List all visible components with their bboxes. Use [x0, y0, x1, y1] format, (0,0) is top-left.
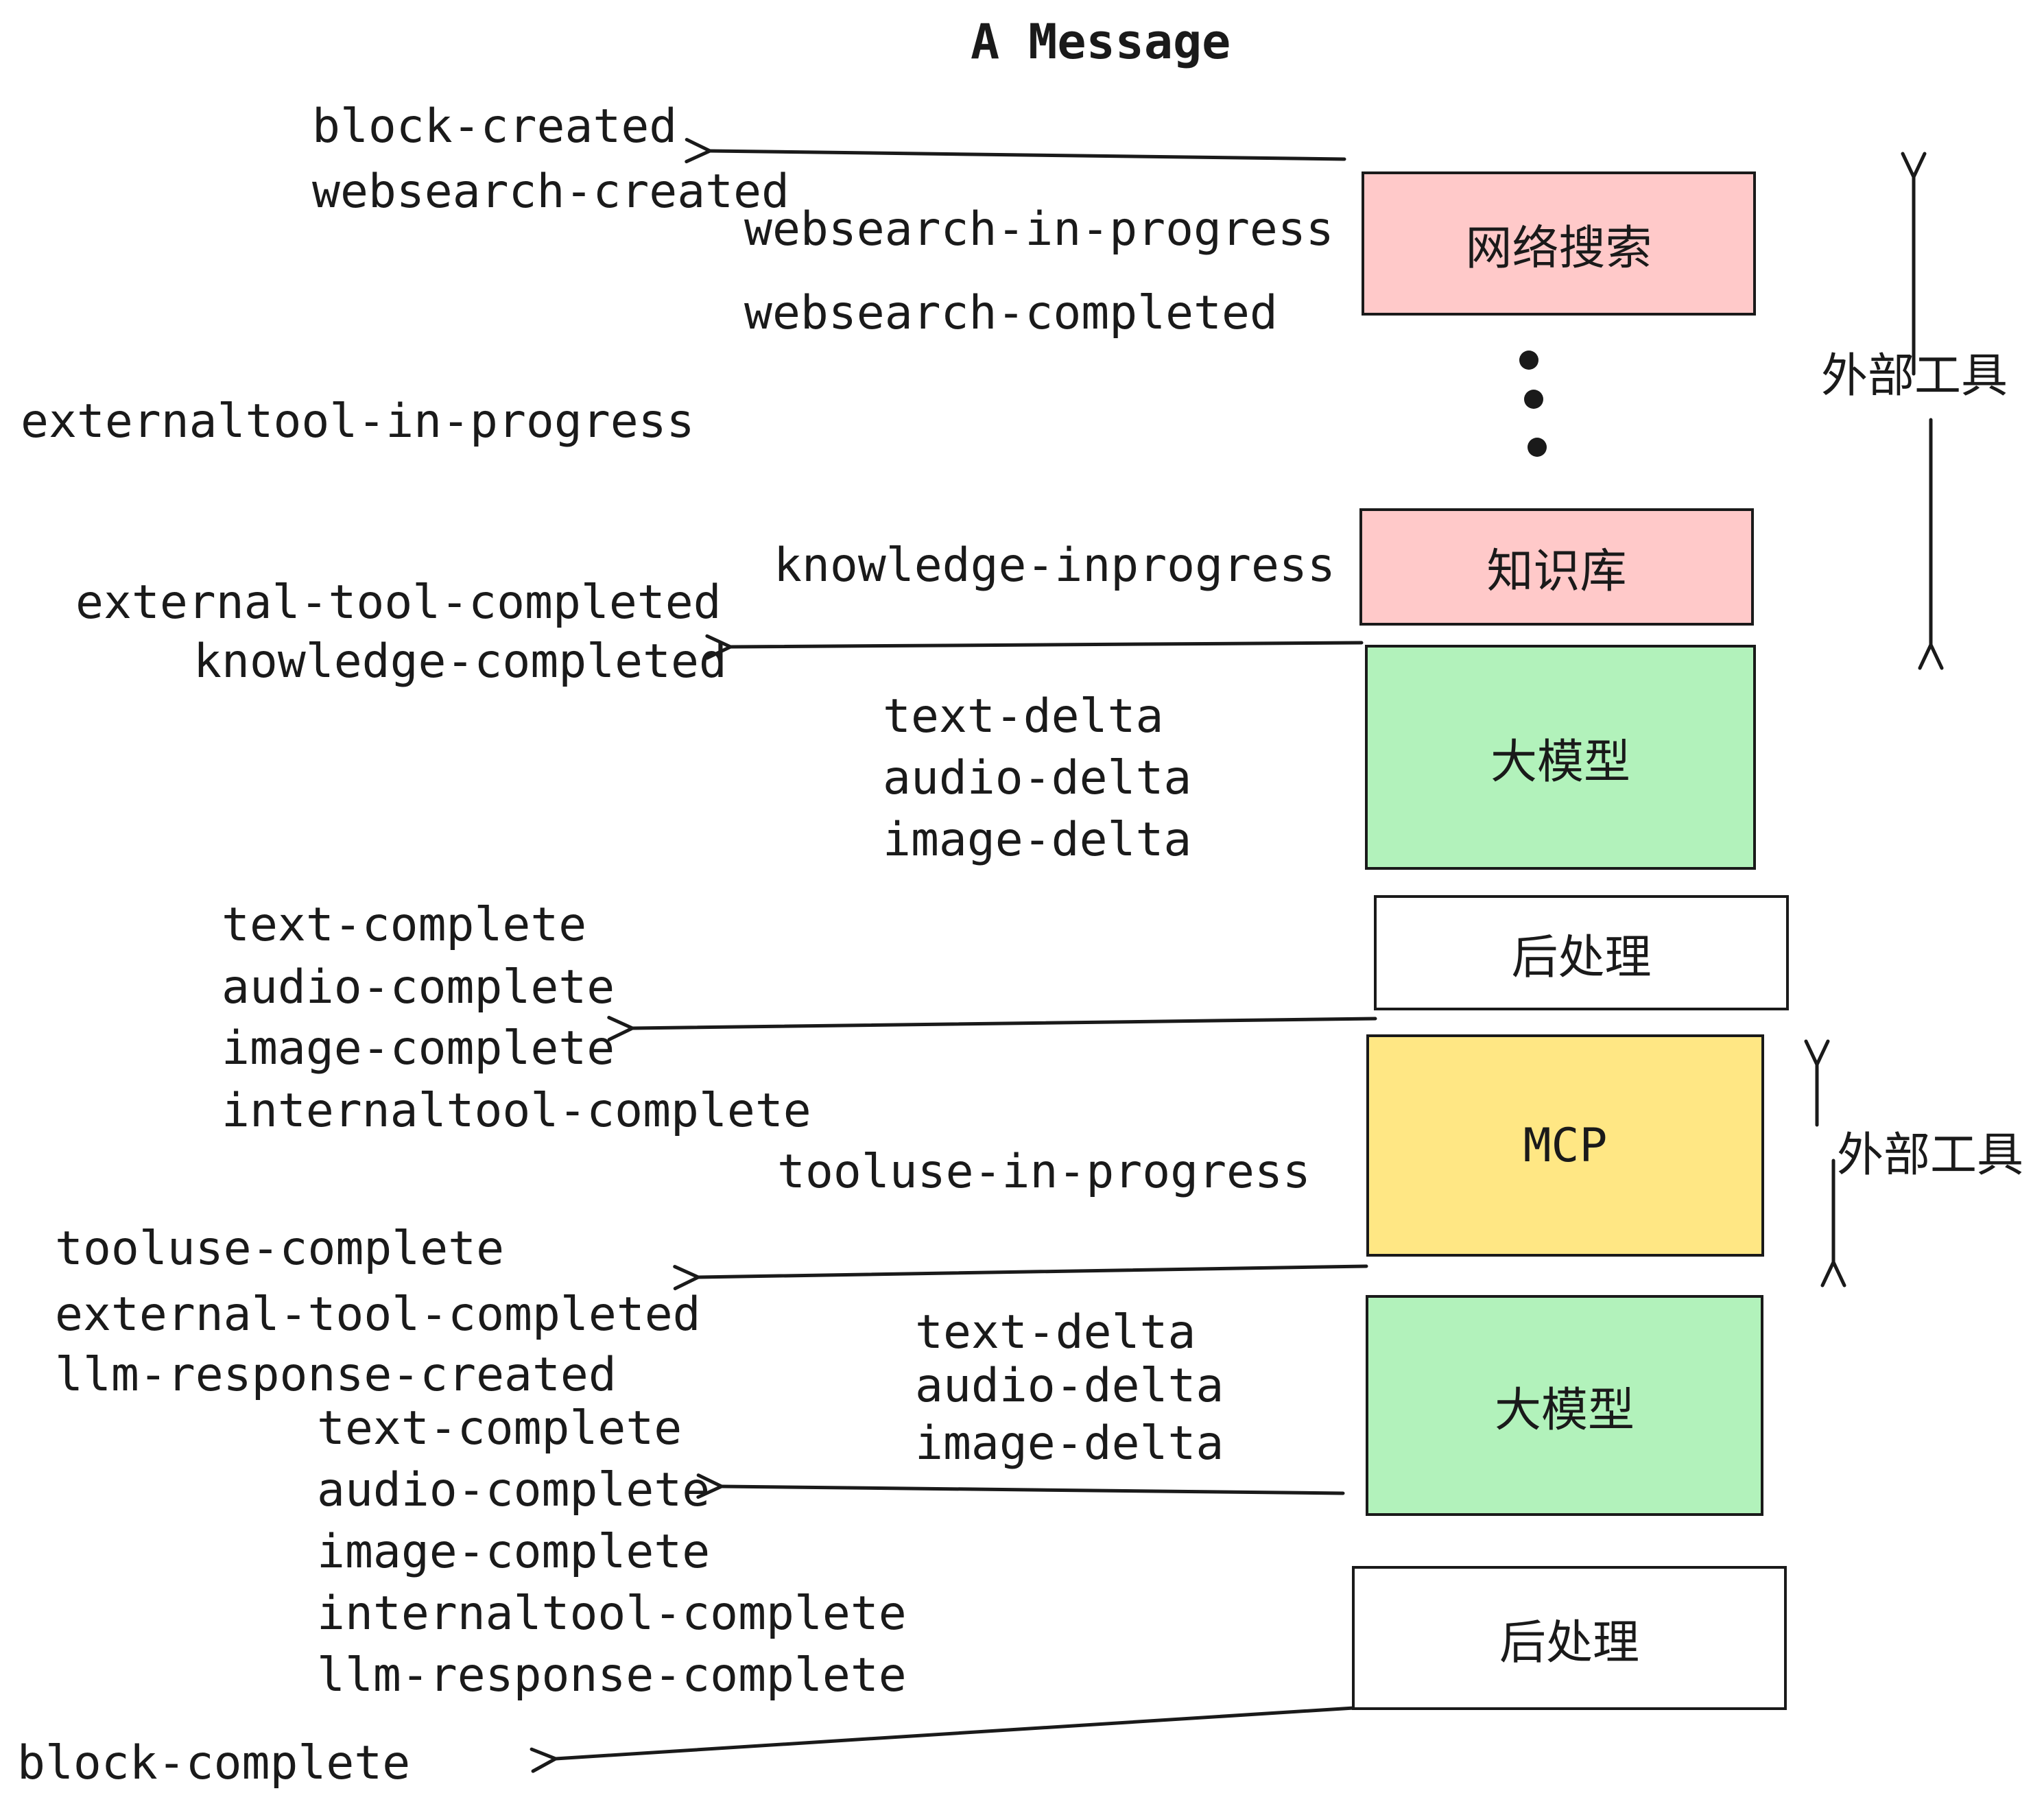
event-label-text-delta-1: text-delta — [883, 689, 1164, 744]
event-label-llm-response-complete: llm-response-complete — [317, 1648, 907, 1702]
arrow-websearch-to-created — [710, 151, 1346, 159]
event-label-audio-delta-2: audio-delta — [915, 1359, 1224, 1413]
box-llm-2: 大模型 — [1366, 1295, 1763, 1516]
box-websearch-label: 网络搜索 — [1465, 221, 1652, 276]
box-websearch: 网络搜索 — [1362, 171, 1756, 316]
event-label-image-complete-2: image-complete — [317, 1525, 711, 1579]
arrow-llm2-to-audio-complete — [722, 1486, 1345, 1493]
event-label-text-complete-1: text-complete — [222, 898, 587, 952]
event-label-block-complete: block-complete — [17, 1736, 411, 1790]
event-label-audio-complete-1: audio-complete — [222, 960, 615, 1014]
event-label-image-delta-2: image-delta — [915, 1416, 1224, 1471]
box-knowledge-label: 知识库 — [1486, 545, 1627, 599]
event-label-websearch-completed: websearch-completed — [744, 286, 1278, 340]
event-label-audio-complete-2: audio-complete — [317, 1463, 711, 1517]
event-label-websearch-created: websearch-created — [312, 165, 789, 219]
event-label-llm-response-created: llm-response-created — [55, 1348, 617, 1402]
arrow-post1-to-image-complete — [632, 1019, 1377, 1028]
event-label-internaltool-complete-1: internaltool-complete — [222, 1084, 811, 1138]
event-label-audio-delta-1: audio-delta — [883, 751, 1192, 805]
event-label-knowledge-completed: knowledge-completed — [193, 634, 727, 689]
box-llm-1-label: 大模型 — [1490, 735, 1630, 790]
event-label-knowledge-inprogress: knowledge-inprogress — [774, 538, 1335, 593]
event-label-external-tool-completed-1: external-tool-completed — [75, 575, 722, 630]
event-label-tooluse-complete: tooluse-complete — [55, 1222, 505, 1276]
arrow-llm1-to-knowledge-completed — [730, 643, 1364, 647]
box-knowledge: 知识库 — [1359, 508, 1754, 626]
arrow-mcp-to-tooluse-complete — [698, 1264, 1368, 1277]
event-label-text-complete-2: text-complete — [317, 1401, 682, 1456]
box-llm-1: 大模型 — [1365, 645, 1756, 870]
event-label-image-complete-1: image-complete — [222, 1021, 615, 1076]
event-label-tooluse-in-progress: tooluse-in-progress — [777, 1145, 1311, 1199]
box-llm-2-label: 大模型 — [1494, 1383, 1635, 1438]
page-title: A Message — [971, 14, 1231, 70]
event-label-block-created: block-created — [312, 99, 678, 154]
external-tools-label-2: 外部工具 — [1837, 1128, 2024, 1183]
box-postprocess-1: 后处理 — [1374, 895, 1789, 1010]
box-mcp: MCP — [1366, 1034, 1764, 1257]
event-label-image-delta-1: image-delta — [883, 813, 1192, 867]
box-mcp-label: MCP — [1523, 1118, 1608, 1173]
event-label-external-tool-completed-2: external-tool-completed — [55, 1287, 701, 1342]
event-label-websearch-in-progress: websearch-in-progress — [744, 202, 1334, 257]
vertical-ellipsis-dots — [1519, 351, 1547, 457]
event-label-externaltool-in-progress: externaltool-in-progress — [21, 394, 695, 449]
arrow-post2-to-block-complete — [556, 1705, 1377, 1759]
external-tools-label-1: 外部工具 — [1821, 349, 2008, 403]
box-postprocess-2: 后处理 — [1352, 1566, 1787, 1710]
box-postprocess-1-label: 后处理 — [1511, 930, 1652, 985]
event-label-text-delta-2: text-delta — [915, 1305, 1196, 1360]
event-label-internaltool-complete-2: internaltool-complete — [317, 1587, 907, 1641]
box-postprocess-2-label: 后处理 — [1499, 1615, 1639, 1670]
